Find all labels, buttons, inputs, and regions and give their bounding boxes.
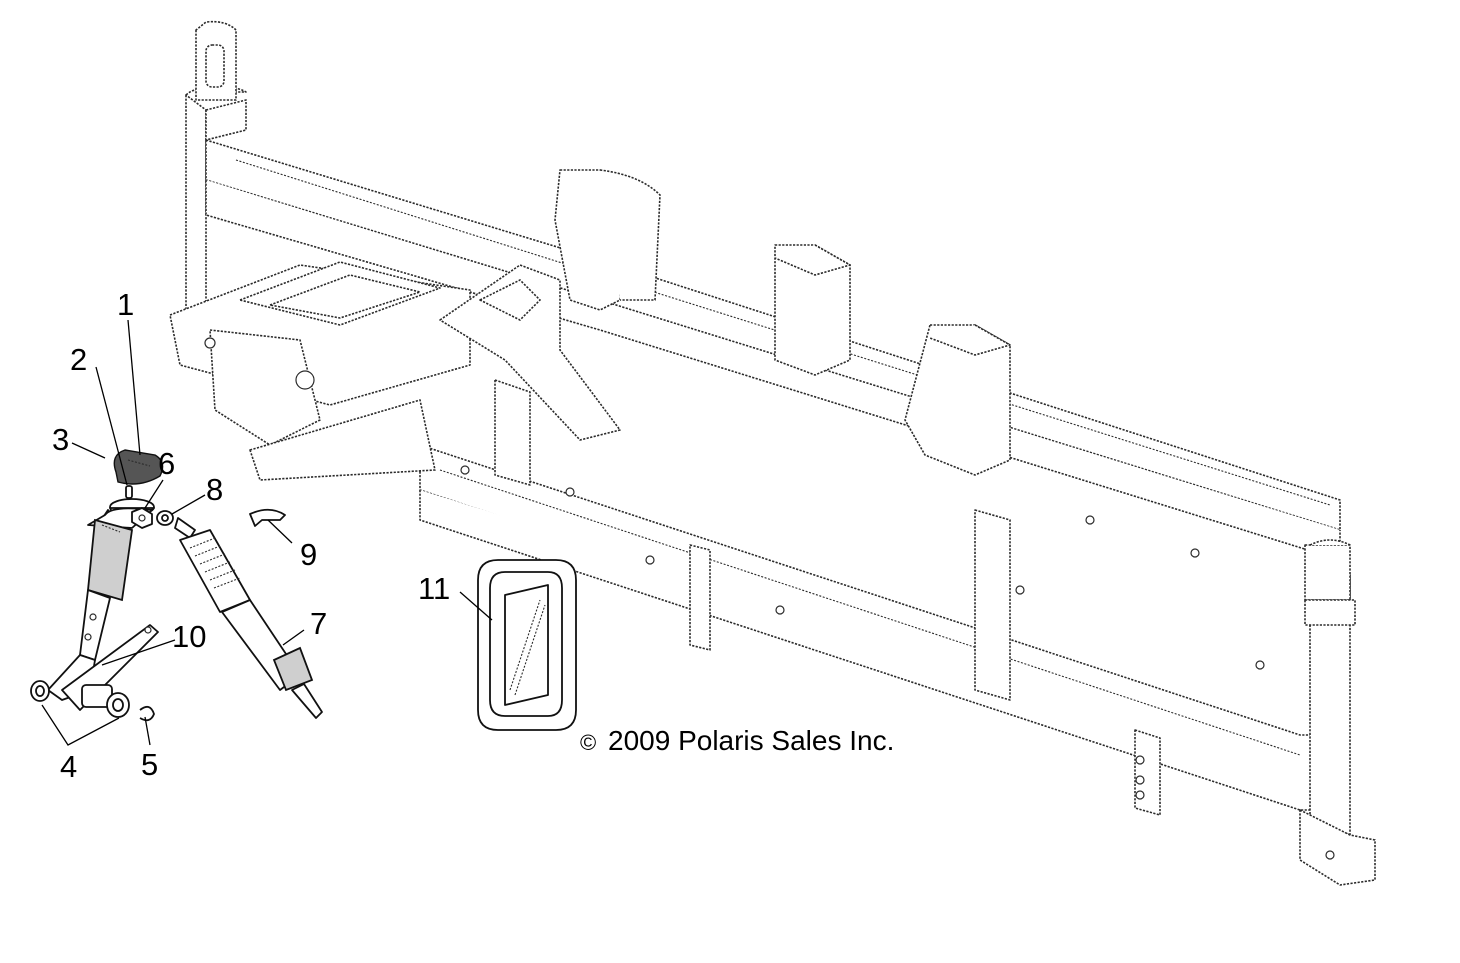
callout-4: 4 bbox=[60, 749, 77, 784]
callout-3: 3 bbox=[52, 422, 69, 457]
part-1-knob-cap bbox=[113, 449, 164, 485]
callout-6: 6 bbox=[158, 446, 175, 481]
copyright-text: 2009 Polaris Sales Inc. bbox=[608, 725, 894, 756]
callout-10: 10 bbox=[172, 619, 206, 654]
part-11-pad bbox=[477, 559, 577, 731]
part-2-screw bbox=[125, 485, 133, 499]
callouts: 1 2 3 4 5 6 7 8 9 10 11 bbox=[52, 287, 450, 784]
part-7-shift-cable bbox=[174, 517, 323, 719]
leader-lines bbox=[41, 319, 493, 746]
callout-2: 2 bbox=[70, 342, 87, 377]
callout-7: 7 bbox=[310, 606, 327, 641]
part-9-clip bbox=[249, 508, 286, 527]
callout-11: 11 bbox=[418, 571, 450, 606]
part-4-bushings bbox=[30, 680, 130, 718]
callout-5: 5 bbox=[141, 747, 158, 782]
copyright-symbol: © bbox=[580, 730, 596, 755]
part-6-nut bbox=[131, 507, 153, 529]
callout-1: 1 bbox=[117, 287, 134, 322]
part-5-clip bbox=[139, 705, 155, 722]
callout-9: 9 bbox=[300, 537, 317, 572]
frame-assembly bbox=[169, 20, 1376, 886]
part-8-washer bbox=[156, 510, 174, 526]
callout-8: 8 bbox=[206, 472, 223, 507]
copyright-notice: © 2009 Polaris Sales Inc. bbox=[580, 725, 894, 756]
svg-text:© 2009 Polaris Sales Inc: © 2009 Polaris Sales Inc. bbox=[580, 725, 894, 756]
